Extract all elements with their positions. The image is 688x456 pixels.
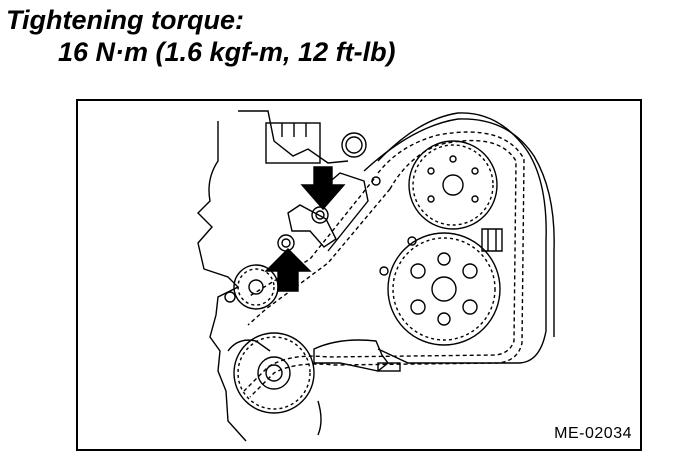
torque-value: 16 N·m (1.6 kgf-m, 12 ft-lb)	[58, 37, 396, 67]
block-boss	[341, 132, 367, 158]
chain-guide	[287, 204, 337, 248]
crankshaft-sprocket	[233, 332, 315, 414]
tensioner-tab	[481, 228, 503, 252]
block-ridge	[238, 110, 349, 164]
chain-cover	[377, 112, 547, 364]
torque-heading: Tightening torque: 16 N·m (1.6 kgf-m, 12…	[6, 4, 396, 68]
figure-code: ME-02034	[554, 425, 632, 442]
heading-label: Tightening torque:	[6, 5, 244, 35]
arrow-down-icon	[300, 166, 346, 211]
tensioner-bolt-lower	[277, 234, 295, 252]
block-mount	[265, 122, 321, 164]
figure-frame: ME-02034	[76, 99, 642, 451]
oil-pump-sprocket	[233, 264, 279, 310]
engine-block-outline	[197, 121, 247, 442]
arrow-up-icon	[264, 248, 312, 292]
idler-sprocket	[387, 232, 501, 346]
tensioner-bolt-upper	[311, 206, 329, 224]
camshaft-sprocket	[408, 140, 498, 230]
lower-housing	[313, 339, 389, 372]
timing-chain-drawing	[197, 110, 555, 442]
